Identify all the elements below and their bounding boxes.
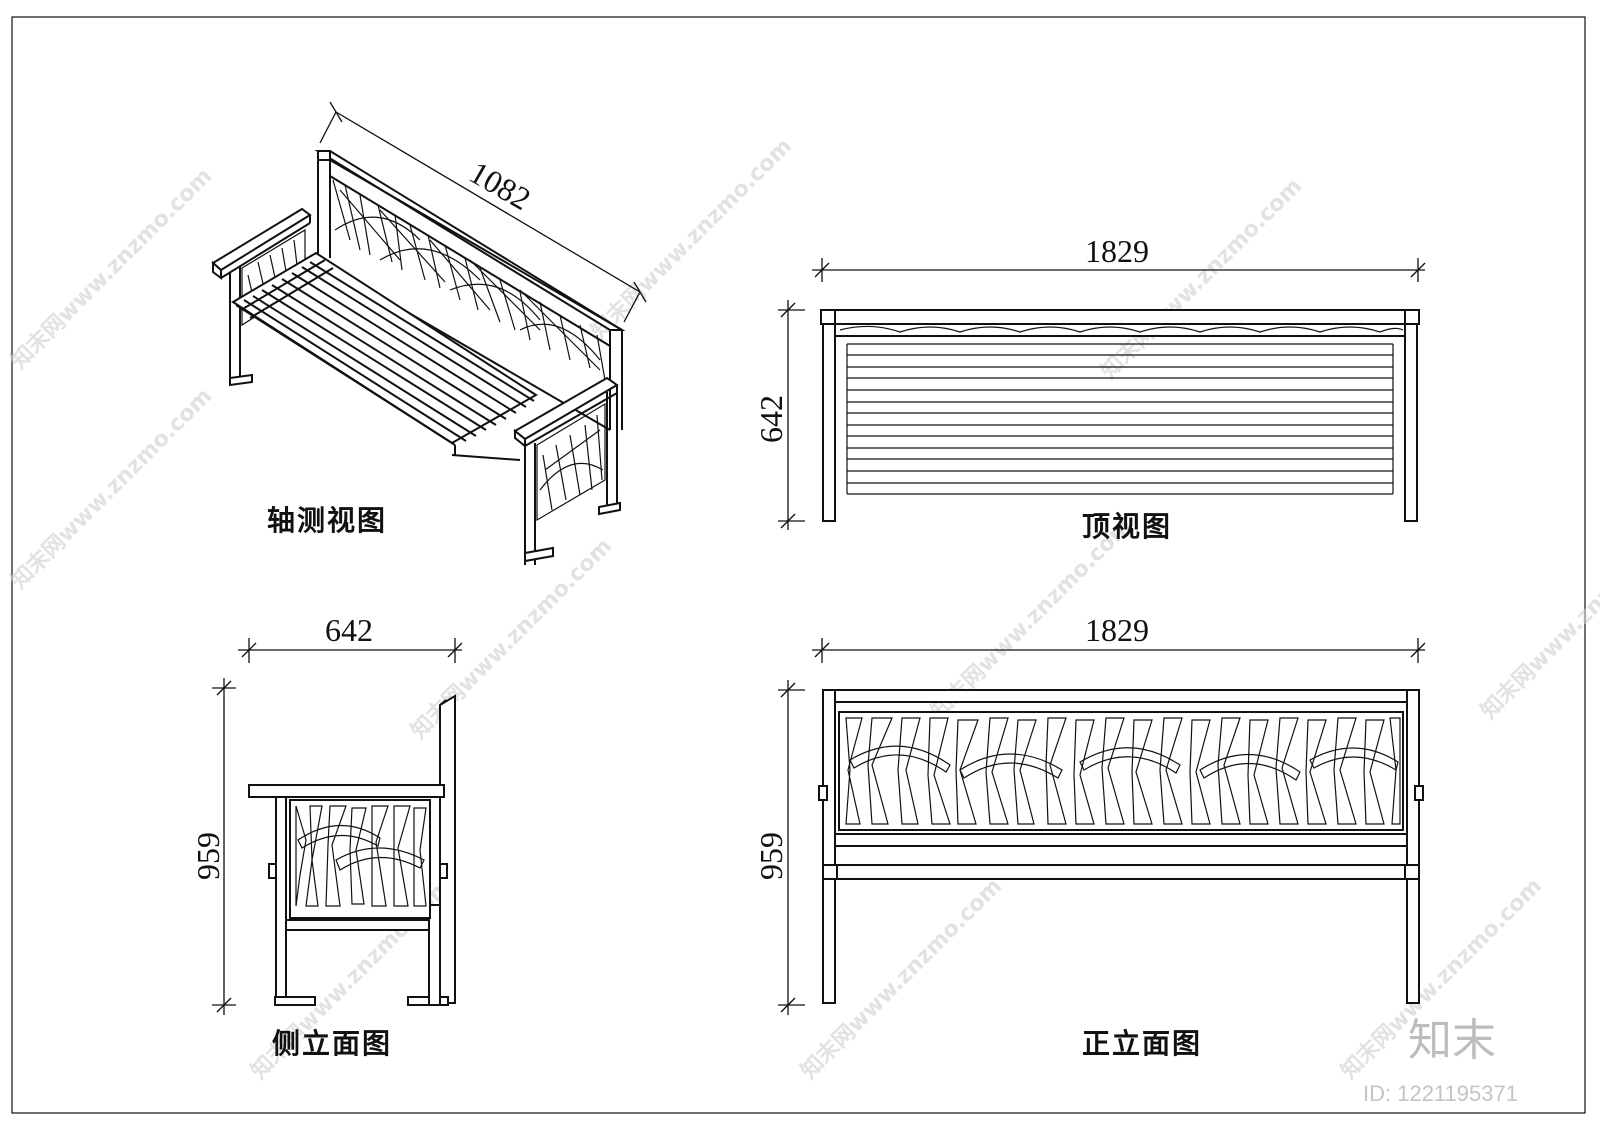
side-view-title: 侧立面图 <box>272 1027 392 1060</box>
side-dimension-height: 959 <box>190 832 226 880</box>
watermark-text-5: 知末网www.znzmo.com <box>406 533 617 744</box>
axon-seat-slats <box>231 251 538 461</box>
watermarks: 知末网www.znzmo.com 知末网www.znzmo.com 知末网www… <box>6 133 1600 1084</box>
top-view-title: 顶视图 <box>1082 510 1172 543</box>
axon-dimension-1082: 1082 <box>464 154 537 217</box>
side-view: 642 959 侧立面图 <box>190 612 463 1060</box>
top-back-panel-edge <box>834 323 1406 337</box>
axonometric-title: 轴测视图 <box>267 504 387 537</box>
front-dimension-width: 1829 <box>1085 612 1149 648</box>
side-seat-top <box>248 784 445 798</box>
top-seat-slats <box>846 343 1394 495</box>
top-dimension-depth: 642 <box>753 395 789 443</box>
front-view: 1829 959 正立面图 <box>753 612 1426 1060</box>
watermark-text-7: 知末网www.znzmo.com <box>1476 513 1600 724</box>
front-seat-edge <box>836 864 1406 880</box>
front-panel-cutouts <box>845 717 1401 825</box>
sheet-border <box>11 16 1586 1114</box>
watermark-text-2: 知末网www.znzmo.com <box>586 133 797 344</box>
watermark-text-1: 知末网www.znzmo.com <box>6 163 217 374</box>
side-dimension-width: 642 <box>325 612 373 648</box>
axon-right-arm-panel <box>536 402 606 522</box>
top-dimension-width: 1829 <box>1085 233 1149 269</box>
brand-logo: 知末 <box>1408 1015 1496 1066</box>
axonometric-view: 1082 轴测视图 <box>211 101 647 565</box>
front-view-title: 正立面图 <box>1082 1027 1202 1060</box>
front-dimension-height: 959 <box>753 832 789 880</box>
image-id-label: ID: 1221195371 <box>1363 1081 1518 1106</box>
watermark-text-4: 知末网www.znzmo.com <box>6 383 217 594</box>
front-back-panel <box>838 711 1404 831</box>
top-view: 1829 642 顶视图 <box>753 233 1426 543</box>
side-panel-cutouts <box>295 805 427 907</box>
axon-back-panel-pattern <box>332 179 606 381</box>
watermark-text-3: 知末网www.znzmo.com <box>1096 173 1307 384</box>
